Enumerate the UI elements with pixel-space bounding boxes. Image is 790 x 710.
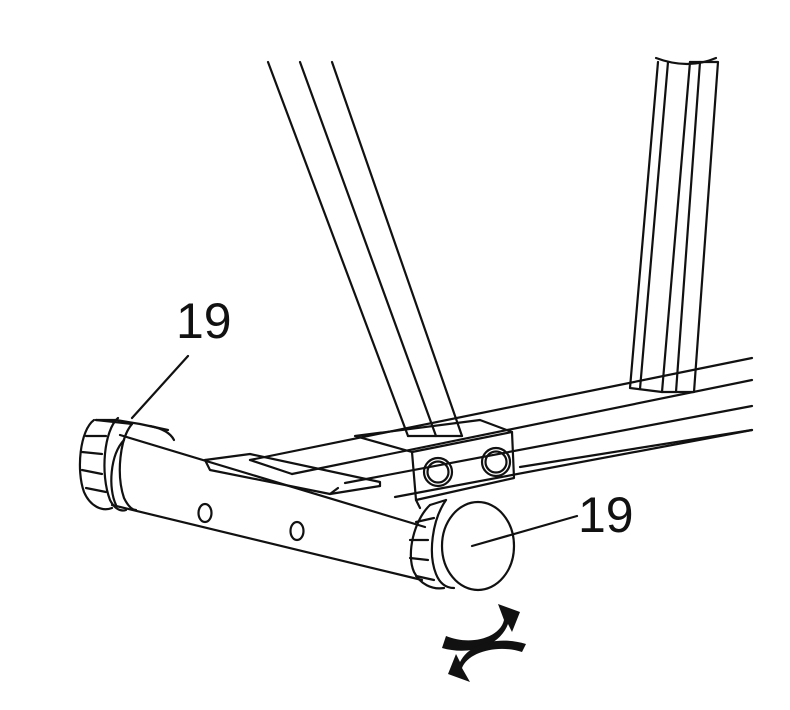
mounting-bracket xyxy=(353,418,516,510)
tube-hole xyxy=(197,502,213,524)
rear-upright-post xyxy=(628,56,720,394)
right-end-cap xyxy=(408,498,516,592)
angled-front-tube xyxy=(266,60,464,438)
part-label-left: 19 xyxy=(176,293,232,349)
tube-hole xyxy=(289,520,305,542)
left-end-cap xyxy=(78,416,176,512)
left-label-leader xyxy=(130,354,190,420)
bracket-bolt xyxy=(422,456,454,488)
rotation-arrows-icon xyxy=(442,604,526,682)
support-plate xyxy=(203,452,382,496)
right-label-leader xyxy=(470,514,579,548)
bracket-bolt xyxy=(480,446,512,478)
part-label-right: 19 xyxy=(578,487,634,543)
stabilizer-tube xyxy=(110,433,427,582)
